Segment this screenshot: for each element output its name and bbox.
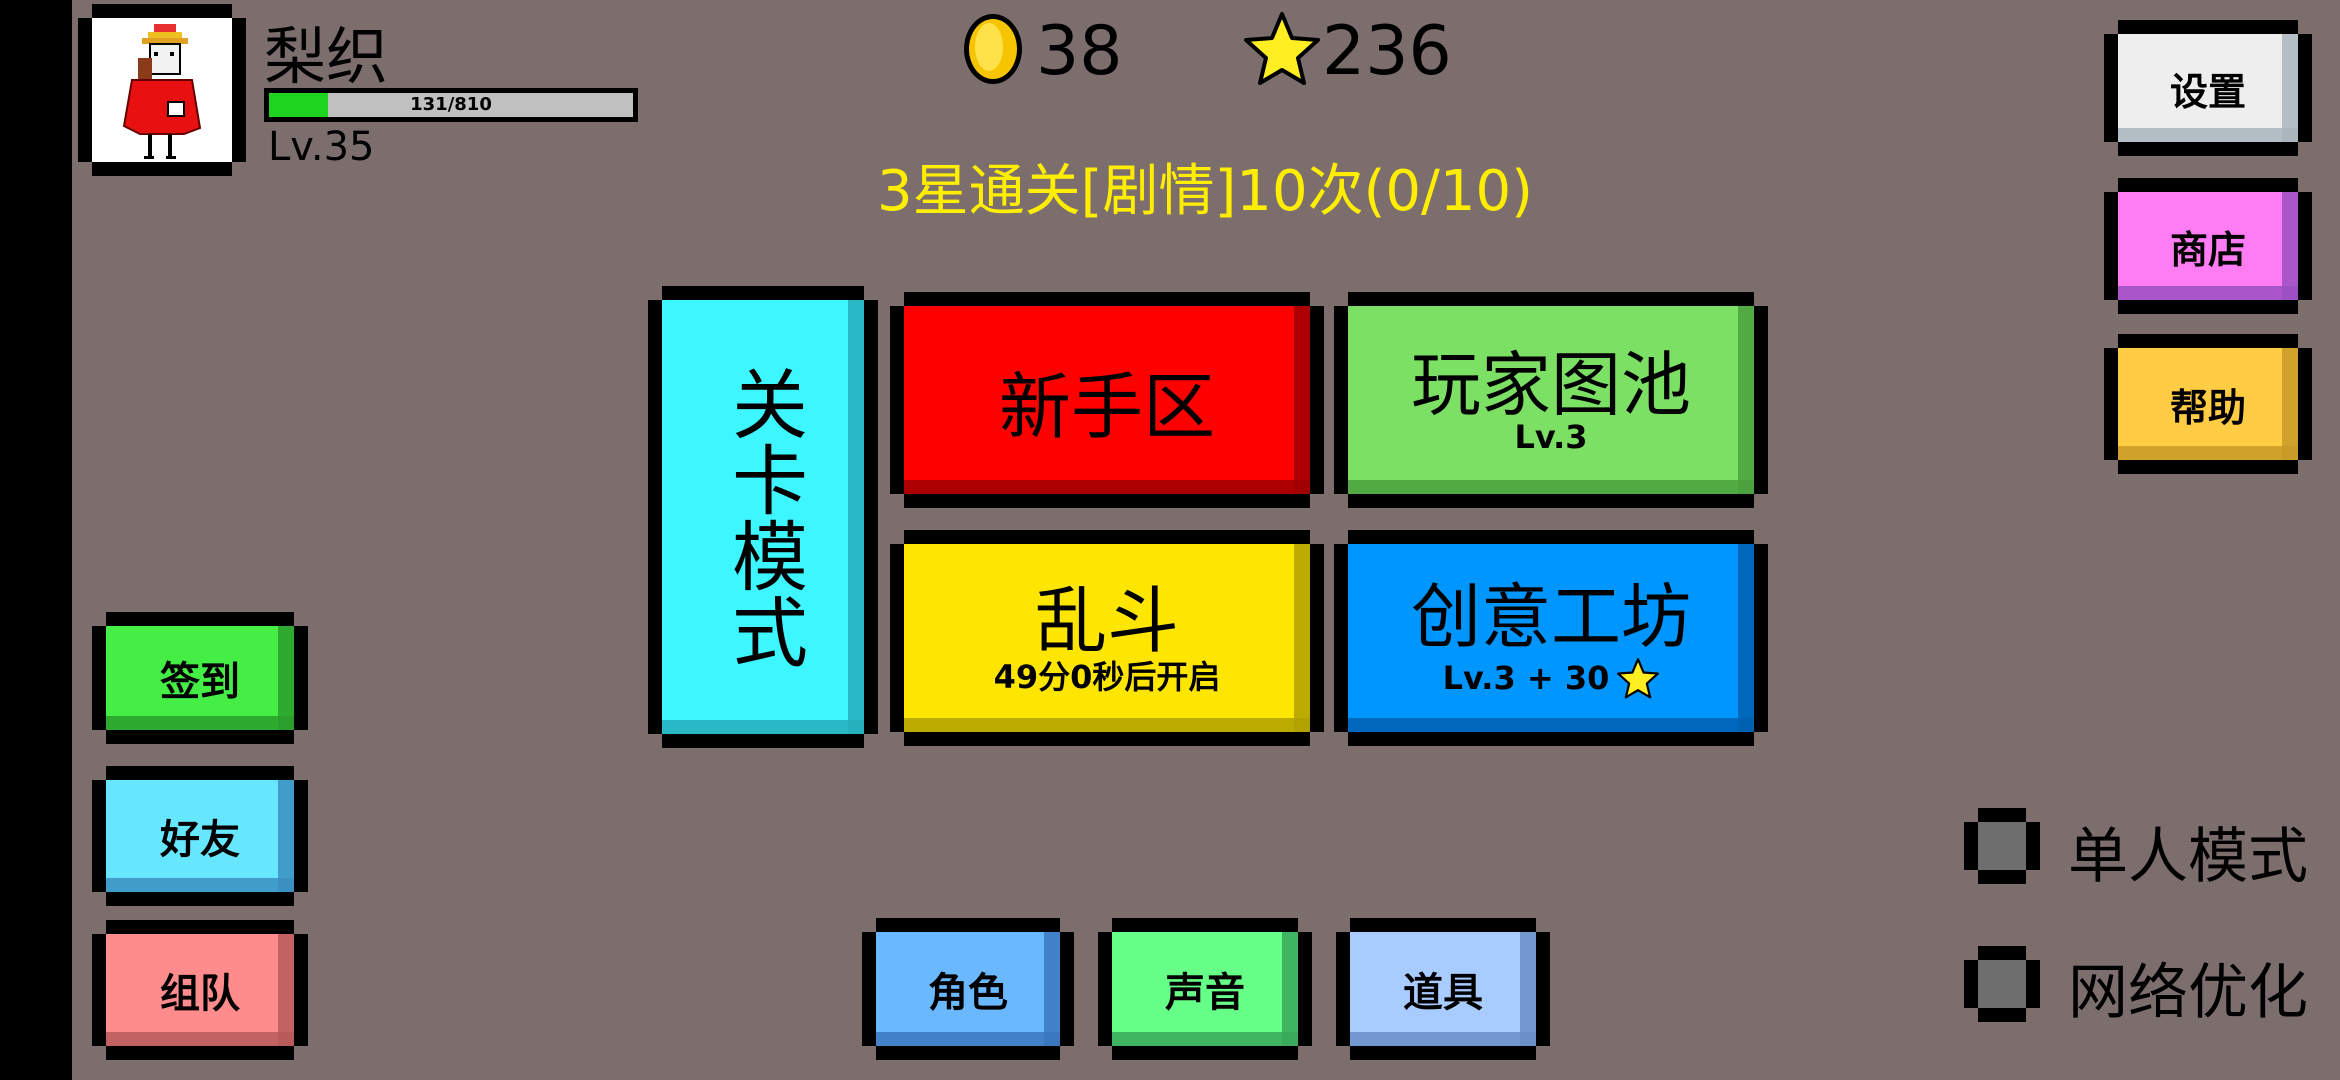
- novice-area-label: 新手区: [998, 364, 1215, 449]
- player-name: 梨织: [264, 20, 389, 93]
- player-level: Lv.35: [268, 124, 375, 170]
- xp-fill: [269, 93, 328, 117]
- xp-bar: 131/810: [264, 88, 638, 122]
- items-label: 道具: [1403, 970, 1483, 1016]
- workshop-level-row: Lv.3 + 30: [1443, 657, 1660, 699]
- character-portrait-icon: [122, 24, 202, 159]
- single-mode-label[interactable]: 单人模式: [2068, 822, 2308, 892]
- player-pool-level: Lv.3: [1514, 418, 1588, 456]
- brawl-button[interactable]: 乱斗 49分0秒后开启: [890, 530, 1324, 746]
- shop-button[interactable]: 商店: [2104, 178, 2312, 314]
- checkin-label: 签到: [160, 659, 240, 705]
- settings-label: 设置: [2169, 69, 2246, 114]
- left-edge-bar: [0, 0, 72, 1080]
- level-mode-label: 关卡模式: [719, 365, 808, 669]
- checkin-button[interactable]: 签到: [92, 612, 308, 744]
- player-pool-label: 玩家图池: [1411, 344, 1691, 426]
- settings-button[interactable]: 设置: [2104, 20, 2312, 156]
- xp-text: 131/810: [410, 94, 492, 115]
- workshop-level: Lv.3 + 30: [1442, 659, 1610, 697]
- help-label: 帮助: [2169, 385, 2246, 430]
- team-label: 组队: [160, 971, 240, 1017]
- coin-icon: [962, 12, 1024, 86]
- xp-track: 131/810: [269, 93, 633, 117]
- character-button[interactable]: 角色: [862, 918, 1074, 1060]
- friends-label: 好友: [160, 817, 240, 863]
- brawl-label: 乱斗: [1034, 579, 1179, 663]
- team-button[interactable]: 组队: [92, 920, 308, 1060]
- sound-button[interactable]: 声音: [1098, 918, 1312, 1060]
- coin-count: 38: [1036, 12, 1123, 91]
- character-label: 角色: [928, 970, 1008, 1016]
- star-icon: [1244, 10, 1320, 86]
- shop-label: 商店: [2169, 227, 2246, 272]
- items-button[interactable]: 道具: [1336, 918, 1550, 1060]
- avatar[interactable]: [92, 18, 232, 162]
- network-opt-label[interactable]: 网络优化: [2068, 958, 2308, 1028]
- brawl-timer: 49分0秒后开启: [993, 658, 1221, 696]
- single-mode-checkbox[interactable]: [1964, 808, 2040, 884]
- star-icon: [1617, 657, 1659, 699]
- quest-text[interactable]: 3星通关[剧情]10次(0/10): [876, 159, 1534, 224]
- workshop-label: 创意工坊: [1411, 576, 1691, 658]
- workshop-button[interactable]: 创意工坊 Lv.3 + 30: [1334, 530, 1768, 746]
- sound-label: 声音: [1165, 970, 1245, 1016]
- level-mode-button[interactable]: 关卡模式: [648, 286, 878, 748]
- help-button[interactable]: 帮助: [2104, 334, 2312, 474]
- player-pool-button[interactable]: 玩家图池 Lv.3: [1334, 292, 1768, 508]
- network-opt-checkbox[interactable]: [1964, 946, 2040, 1022]
- novice-area-button[interactable]: 新手区: [890, 292, 1324, 508]
- friends-button[interactable]: 好友: [92, 766, 308, 906]
- star-count: 236: [1322, 12, 1452, 91]
